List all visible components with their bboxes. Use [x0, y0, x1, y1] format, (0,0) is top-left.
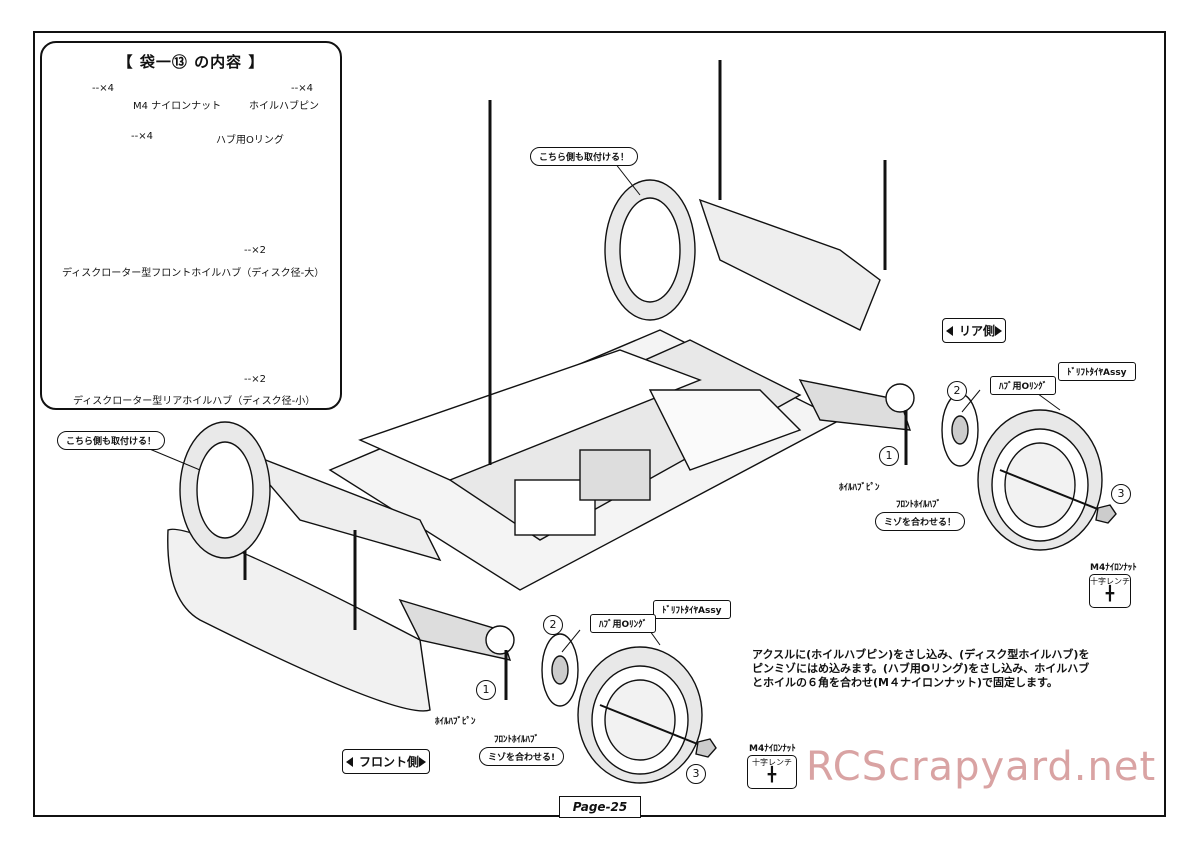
oring-name: ハブ用Oリング — [216, 135, 284, 146]
instruction-text: アクスルに(ホイルハブピン)をさし込み、(ディスク型ホイルハブ)を ピンミゾには… — [752, 648, 1089, 690]
cross-wrench-icon: ╋ — [1105, 586, 1115, 602]
label-front-align-groove: ミゾを合わせる! — [479, 747, 565, 766]
label-rear-align-groove: ミゾを合わせる！ — [875, 512, 966, 531]
step-1-front: 1 — [476, 680, 496, 700]
label-rear-hub-pin: ﾎｲﾙﾊﾌﾞﾋﾟﾝ — [839, 483, 880, 493]
step-3-rear: 3 — [1111, 484, 1131, 504]
cross-wrench-icon: ╋ — [767, 767, 777, 783]
rear-cross-wrench-box: 十字レンチ ╋ — [1089, 574, 1131, 608]
label-front-front-hub: ﾌﾛﾝﾄﾎｲﾙﾊﾌﾞ — [494, 735, 540, 745]
label-front-hub-pin: ﾎｲﾙﾊﾌﾞﾋﾟﾝ — [435, 717, 476, 727]
label-front-tire-assy: ﾄﾞﾘﾌﾄﾀｲﾔAssy — [653, 600, 731, 619]
nut-quantity: --×4 — [92, 83, 114, 94]
nut-name: M4 ナイロンナット — [133, 101, 222, 112]
instruction-line-1: アクスルに(ホイルハブピン)をさし込み、(ディスク型ホイルハブ)を — [752, 648, 1090, 661]
instruction-line-2: ピンミゾにはめ込みます。(ハブ用Oリング)をさし込み、ホイルハブ — [752, 662, 1090, 675]
rear-side-tag: リア側 — [942, 318, 1007, 343]
front-hub-quantity: --×2 — [244, 245, 266, 256]
step-2-front: 2 — [543, 615, 563, 635]
rear-cross-wrench-label: 十字レンチ — [1090, 577, 1130, 586]
page-number: Page-25 — [559, 796, 641, 818]
label-front-hub-oring: ﾊﾌﾞ用Oﾘﾝｸﾞ — [590, 614, 657, 633]
watermark: RCScrapyard.net — [806, 744, 1157, 790]
step-2-rear: 2 — [947, 381, 967, 401]
callout-other-side-front: こちら側も取付ける！ — [57, 431, 166, 450]
label-rear-hub-oring: ﾊﾌﾞ用Oﾘﾝｸﾞ — [990, 376, 1057, 395]
rear-hub-quantity: --×2 — [244, 374, 266, 385]
front-side-tag: フロント側 — [342, 749, 431, 774]
label-front-m4-nut: M4ﾅｲﾛﾝﾅｯﾄ — [749, 744, 796, 754]
parts-bag-contents-box: 【 袋一⑬ の内容 】 — [40, 41, 342, 410]
front-cross-wrench-label: 十字レンチ — [752, 758, 792, 767]
parts-bag-title: 【 袋一⑬ の内容 】 — [117, 53, 265, 71]
rear-hub-name: ディスクローター型リアホイルハブ（ディスク径-小） — [73, 396, 316, 407]
front-cross-wrench-box: 十字レンチ ╋ — [747, 755, 797, 789]
pin-quantity: --×4 — [291, 83, 313, 94]
callout-other-side-rear: こちら側も取付ける！ — [530, 147, 639, 166]
front-hub-name: ディスクローター型フロントホイルハブ（ディスク径-大） — [62, 268, 325, 279]
label-rear-front-hub: ﾌﾛﾝﾄﾎｲﾙﾊﾌﾞ — [896, 500, 942, 510]
step-1-rear: 1 — [879, 446, 899, 466]
oring-quantity: --×4 — [131, 131, 153, 142]
pin-name: ホイルハブピン — [249, 101, 319, 112]
label-rear-m4-nut: M4ﾅｲﾛﾝﾅｯﾄ — [1090, 563, 1137, 573]
label-rear-tire-assy: ﾄﾞﾘﾌﾄﾀｲﾔAssy — [1058, 362, 1136, 381]
instruction-line-3: とホイルの６角を合わせ(M４ナイロンナット)で固定します。 — [752, 676, 1058, 689]
step-3-front: 3 — [686, 764, 706, 784]
